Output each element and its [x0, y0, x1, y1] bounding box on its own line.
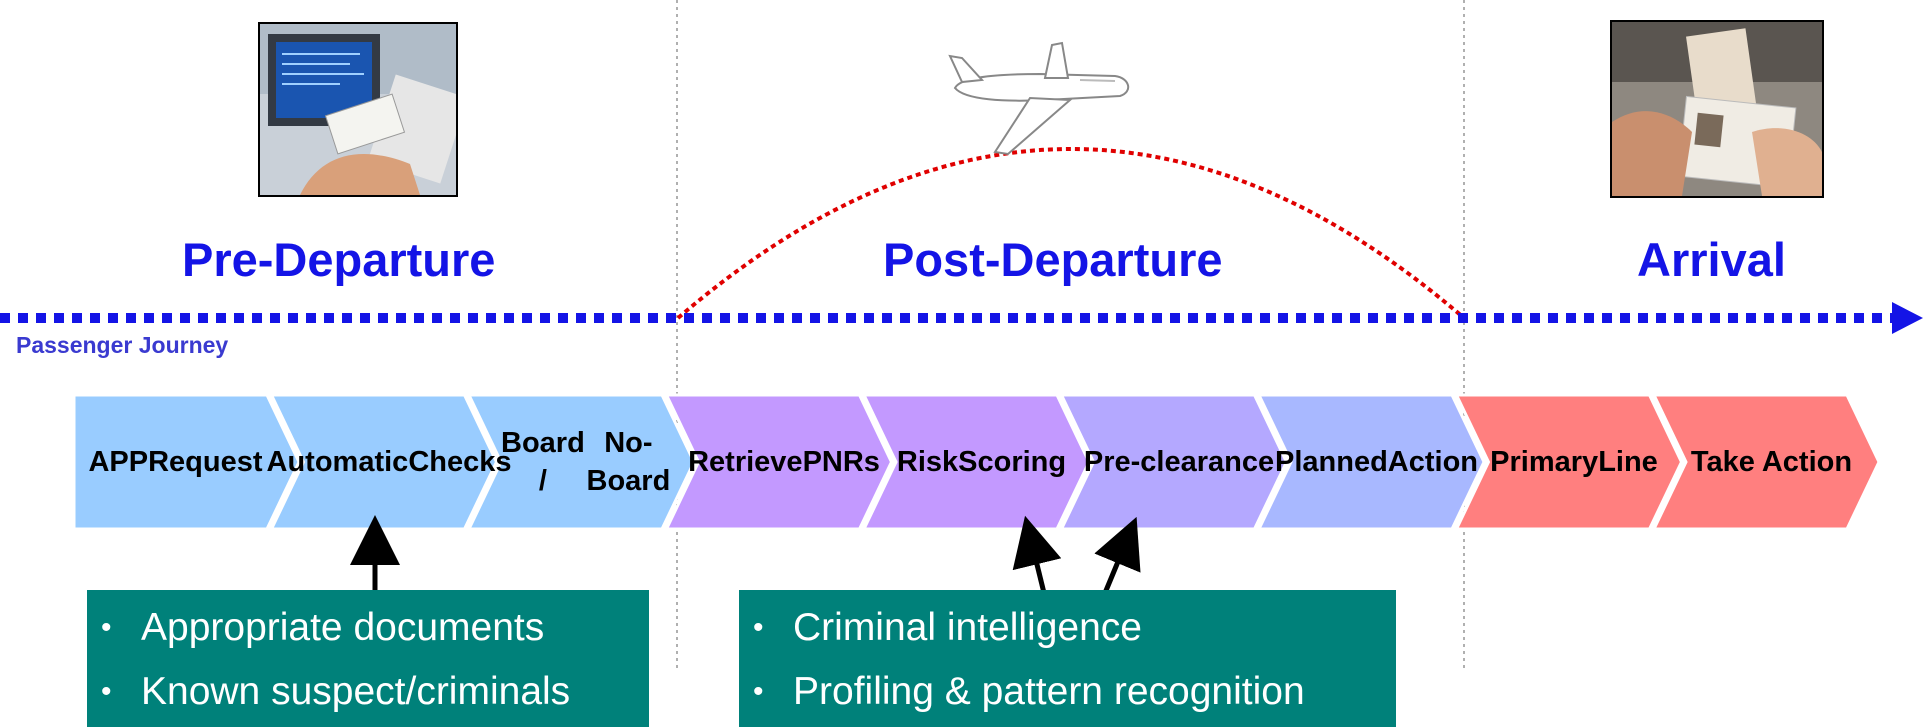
note-item: • Appropriate documents: [87, 596, 649, 660]
bullet-icon: •: [101, 611, 112, 644]
chevron-step-line1: Risk: [896, 446, 959, 478]
chevron-step-shape: [1454, 393, 1684, 531]
chevron-step-shape: [72, 393, 301, 531]
note-text: Known suspect/criminals: [141, 670, 571, 713]
note-item: • Profiling & pattern recognition: [739, 660, 1396, 724]
passport-check-photo: [1610, 20, 1824, 198]
chevron-step-line1: Board /: [501, 427, 585, 497]
arrow-to-risk-scoring: [1012, 515, 1062, 594]
chevron-step-line2: Line: [1598, 446, 1658, 478]
phase-title-arrival: Arrival: [1637, 233, 1786, 286]
chevron-step-line1: Primary: [1490, 446, 1599, 478]
chevron-step-line2: Request: [148, 446, 263, 478]
arrow-to-preclearance: [1094, 516, 1141, 594]
note-item: • Criminal intelligence: [739, 596, 1396, 660]
chevron-step-line2: Scoring: [958, 446, 1067, 478]
timeline-arrowhead: [1892, 302, 1923, 334]
note-box-right: • Criminal intelligence • Profiling & pa…: [739, 590, 1396, 727]
chevron-step-line1: Pre-: [1083, 446, 1141, 478]
phase-title-pre-departure: Pre-Departure: [182, 233, 496, 286]
chevron-step-line2: No-Board: [586, 427, 671, 497]
note-box-left: • Appropriate documents • Known suspect/…: [87, 590, 649, 727]
phase-title-post-departure: Post-Departure: [883, 233, 1223, 286]
timeline-label: Passenger Journey: [16, 332, 229, 358]
chevron-step-line1: Take Action: [1690, 446, 1853, 478]
note-text: Appropriate documents: [141, 606, 545, 649]
note-text: Profiling & pattern recognition: [793, 670, 1305, 713]
chevron-step-line2: Checks: [408, 446, 512, 478]
process-chevrons: [72, 393, 1881, 531]
chevron-step-label: Take Action: [1686, 395, 1857, 529]
bullet-icon: •: [753, 675, 764, 708]
chevron-step-line1: APP: [88, 446, 149, 478]
note-text: Criminal intelligence: [793, 606, 1142, 649]
chevron-step-shape: [1059, 393, 1289, 531]
chevron-step-shape: [664, 393, 894, 531]
chevron-step-line1: Retrieve: [688, 446, 803, 478]
chevron-step-line2: PNRs: [802, 446, 880, 478]
bullet-icon: •: [753, 611, 764, 644]
flight-path: [676, 147, 1466, 320]
chevron-step-shape: [269, 393, 499, 531]
checkin-terminal-photo: [258, 22, 458, 197]
chevron-step-label: Board /No-Board: [501, 395, 672, 529]
chevron-step-line2: clearance: [1140, 446, 1275, 478]
airplane-icon: [948, 41, 1130, 156]
chevron-step-shape: [1651, 393, 1881, 531]
chevron-step-line1: Automatic: [266, 446, 409, 478]
chevron-step-line1: Planned: [1274, 446, 1388, 478]
chevron-step-shape: [466, 393, 696, 531]
chevron-step-line2: Action: [1387, 446, 1479, 478]
chevron-step-label: Pre-clearance: [1084, 395, 1274, 529]
chevron-step-shape: [1256, 393, 1486, 531]
bullet-icon: •: [101, 675, 112, 708]
note-item: • Known suspect/criminals: [87, 660, 649, 724]
